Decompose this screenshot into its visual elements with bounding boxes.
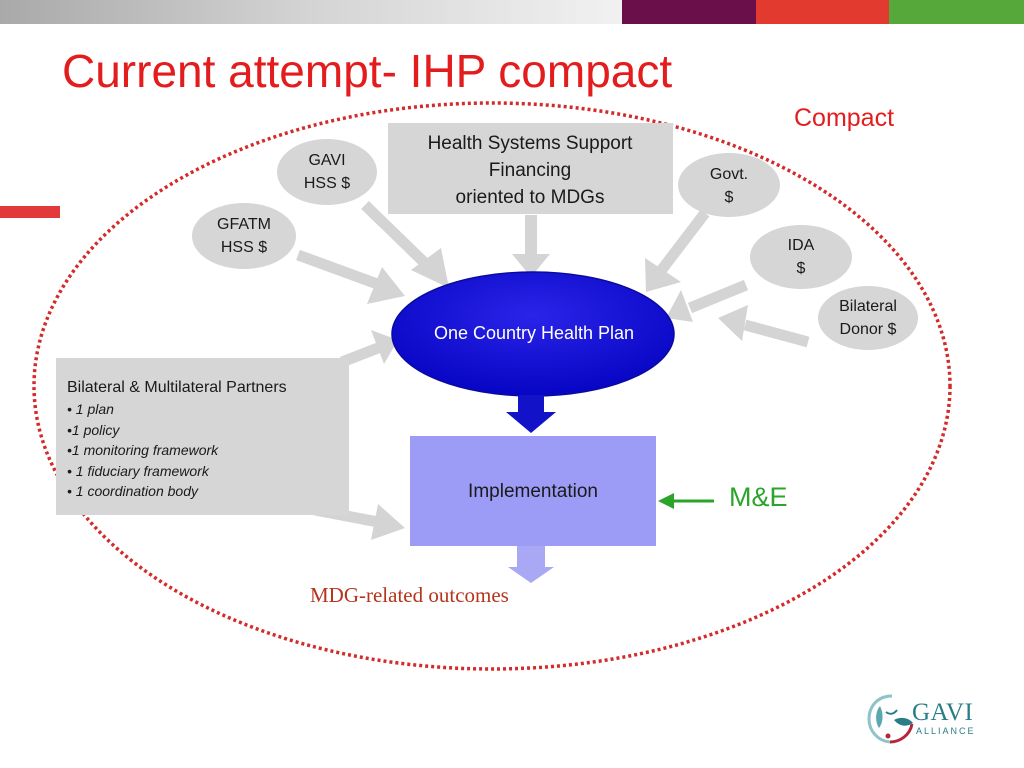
gfatm-hss-bubble bbox=[192, 203, 296, 269]
implementation-box bbox=[410, 436, 656, 546]
ida-label: IDA $ bbox=[750, 234, 852, 280]
gavi-alliance-logo: GAVI ALLIANCE bbox=[864, 692, 988, 744]
govt-line-1: Govt. bbox=[709, 166, 749, 183]
govt-bubble bbox=[678, 153, 780, 217]
me-arrow-head bbox=[658, 493, 674, 509]
hss-financing-label: Health Systems Support Financing oriente… bbox=[388, 130, 672, 211]
arrow-gfatm-to-plan bbox=[296, 249, 382, 291]
hss-financing-box bbox=[388, 123, 673, 214]
partners-item: • 1 plan bbox=[67, 401, 114, 417]
partners-heading: Bilateral & Multilateral Partners bbox=[67, 379, 287, 396]
bilateral-donor-bubble bbox=[818, 286, 918, 350]
gavi-hss-bubble bbox=[277, 139, 377, 205]
arrow-govt-to-plan bbox=[655, 209, 710, 276]
hss-line-1: Health Systems Support bbox=[427, 133, 633, 154]
top-bar-segment-green bbox=[889, 0, 1024, 24]
arrow-ida-to-plan bbox=[687, 279, 749, 314]
arrow-gavi-head bbox=[411, 248, 449, 288]
ida-line-2: $ bbox=[796, 260, 806, 277]
gavi-hss-label: GAVI HSS $ bbox=[277, 149, 377, 195]
implementation-to-outcomes-arrow-shaft bbox=[517, 546, 545, 568]
partners-item: •1 policy bbox=[67, 421, 120, 438]
top-bar-segment-plum bbox=[622, 0, 756, 24]
arrow-bilateral-to-plan bbox=[743, 319, 810, 348]
top-color-bar bbox=[0, 0, 1024, 24]
bilateral-line-1: Bilateral bbox=[839, 298, 897, 315]
govt-label: Govt. $ bbox=[678, 163, 780, 209]
partners-item: •1 monitoring framework bbox=[67, 442, 219, 458]
partners-text: Bilateral & Multilateral Partners • 1 pl… bbox=[67, 377, 357, 502]
compact-boundary-ellipse bbox=[32, 101, 952, 671]
partners-item: • 1 coordination body bbox=[67, 483, 198, 499]
bilateral-line-2: Donor $ bbox=[839, 321, 897, 338]
gavi-logo-subtitle: ALLIANCE bbox=[916, 726, 976, 736]
arrow-hss-head bbox=[512, 254, 550, 277]
govt-line-2: $ bbox=[724, 189, 734, 206]
slide-title: Current attempt- IHP compact bbox=[62, 45, 673, 97]
arrow-bilateral-head bbox=[718, 305, 748, 341]
implementation-to-outcomes-arrow-head bbox=[508, 567, 554, 583]
hss-line-3: oriented to MDGs bbox=[455, 187, 605, 208]
arrow-gavi-to-plan bbox=[361, 201, 436, 274]
plan-to-implementation-arrow-shaft bbox=[518, 395, 544, 413]
gavi-line-2: HSS $ bbox=[303, 175, 351, 192]
gfatm-hss-label: GFATM HSS $ bbox=[192, 213, 296, 259]
top-bar-segment-red bbox=[756, 0, 889, 24]
ida-bubble bbox=[750, 225, 852, 289]
arrow-govt-head bbox=[645, 258, 681, 292]
arrow-partners-impl-head bbox=[371, 504, 405, 540]
compact-label: Compact bbox=[794, 104, 895, 132]
gavi-logo-emblem-icon bbox=[867, 694, 914, 744]
country-health-plan-label: One Country Health Plan bbox=[433, 323, 635, 343]
gfatm-line-2: HSS $ bbox=[220, 239, 268, 256]
partners-box bbox=[56, 358, 349, 515]
ida-line-1: IDA bbox=[787, 237, 815, 254]
gavi-logo-wordmark: GAVI bbox=[912, 699, 974, 726]
arrow-ida-head bbox=[666, 290, 693, 322]
implementation-label: Implementation bbox=[468, 481, 598, 502]
plan-to-implementation-arrow-head bbox=[506, 412, 556, 433]
gfatm-line-1: GFATM bbox=[217, 216, 271, 233]
gavi-line-1: GAVI bbox=[308, 152, 346, 169]
me-label: M&E bbox=[729, 482, 788, 512]
partners-item: • 1 fiduciary framework bbox=[67, 462, 209, 479]
top-bar-gradient bbox=[0, 0, 622, 24]
hss-line-2: Financing bbox=[488, 160, 572, 181]
partners-list: • 1 plan •1 policy •1 monitoring framewo… bbox=[67, 399, 357, 502]
arrow-gfatm-head bbox=[367, 267, 405, 304]
bilateral-donor-label: Bilateral Donor $ bbox=[818, 295, 918, 341]
arrow-partners-plan-head bbox=[371, 330, 398, 364]
side-accent-bar bbox=[0, 206, 60, 218]
mdg-outcomes-label: MDG-related outcomes bbox=[310, 583, 509, 607]
